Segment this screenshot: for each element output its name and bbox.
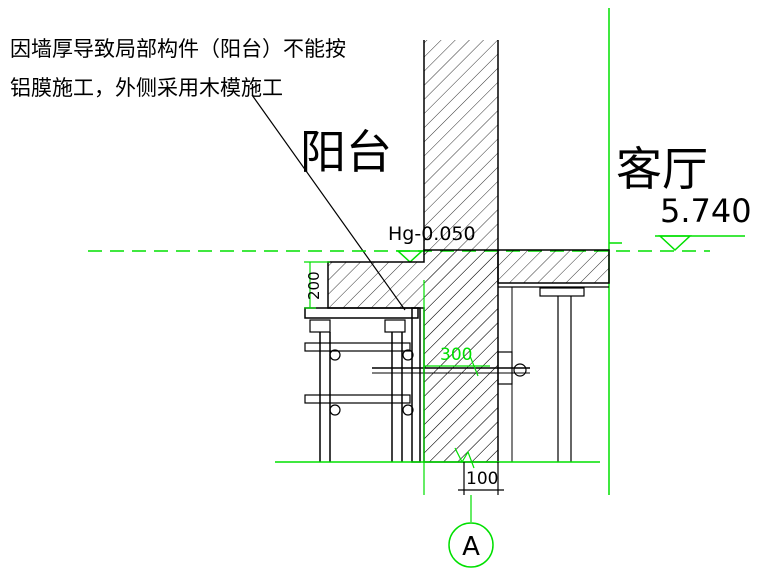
balcony-level-triangle-icon <box>396 250 424 264</box>
elevation-triangle-icon <box>658 235 692 252</box>
living-room-label: 客厅 <box>616 142 708 196</box>
note-line-2: 铝膜施工，外侧采用木模施工 <box>10 76 283 100</box>
note-line-1: 因墙厚导致局部构件（阳台）不能按 <box>10 37 346 61</box>
formwork-gap-dimension: 100 <box>454 447 504 495</box>
living-room-slab <box>497 249 610 288</box>
tie-bolt <box>372 351 530 385</box>
slab-thickness-text: 200 <box>305 271 323 300</box>
aluminum-formwork-prop <box>511 287 585 462</box>
balcony-label: 阳台 <box>300 125 392 179</box>
axis-label: A <box>462 532 480 562</box>
formwork-gap-text: 100 <box>466 469 498 489</box>
wood-formwork <box>304 307 421 463</box>
slab-thickness-dimension: 200 <box>304 261 330 309</box>
wall-offset-text: 300 <box>440 345 472 365</box>
axis-marker: A <box>448 495 494 568</box>
floor-elevation-text: 5.740 <box>660 192 752 230</box>
